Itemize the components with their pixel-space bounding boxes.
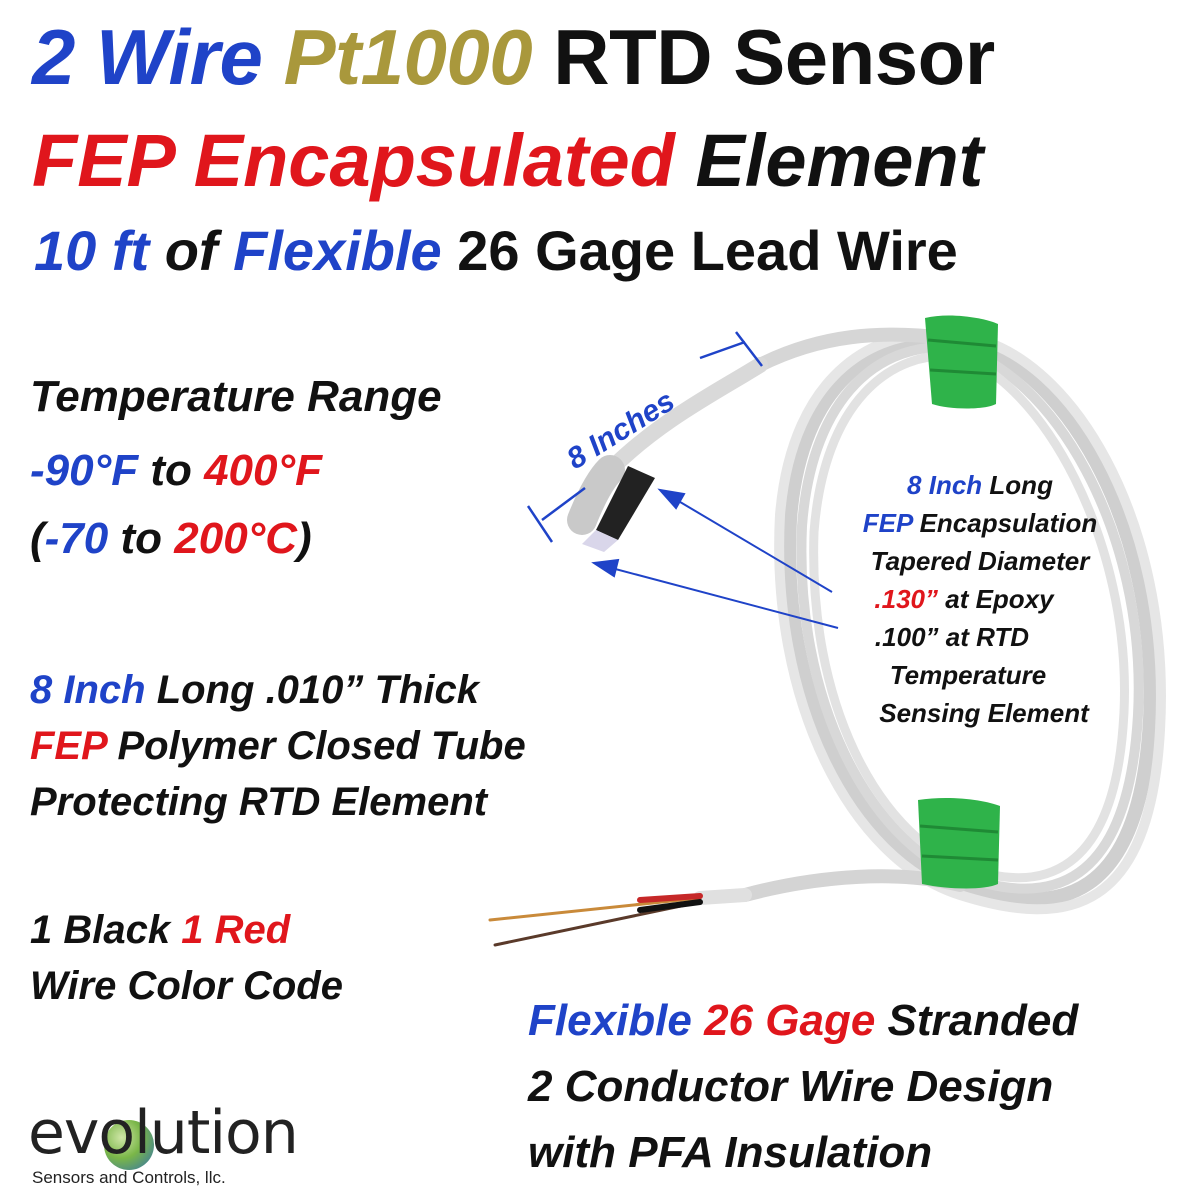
- evolution-logo: evolution Sensors and Controls, llc.: [28, 1098, 318, 1188]
- title-wires: 2 Wire: [32, 13, 263, 101]
- arrows: [591, 488, 839, 629]
- tube-line-3: Protecting RTD Element: [30, 780, 488, 824]
- tube-thickness: Long .010” Thick: [156, 668, 480, 712]
- spec-line-1: Flexible 26 Gage Stranded: [528, 996, 1078, 1046]
- logo-wordmark: evolution: [28, 1098, 299, 1168]
- callout-fep: FEP: [862, 508, 913, 538]
- callout-line-7: Sensing Element: [879, 698, 1089, 728]
- probe-tip: [567, 455, 655, 552]
- temperature-range-heading: Temperature Range: [30, 372, 442, 421]
- title-pt1000: Pt1000: [283, 13, 533, 101]
- tube-polymer: Polymer Closed Tube: [117, 724, 526, 768]
- temp-f-to: to: [150, 446, 192, 495]
- title-fep-encapsulated: FEP Encapsulated: [32, 119, 675, 202]
- tube-line-1: 8 Inch Long .010” Thick: [30, 668, 479, 713]
- title-26-gage: 26 Gage Lead Wire: [457, 219, 958, 282]
- temp-c-to: to: [120, 514, 163, 563]
- dimension-line: [526, 331, 763, 543]
- callout-line-3: Tapered Diameter: [870, 546, 1090, 576]
- temp-c-high: 200°C: [174, 514, 298, 563]
- wire-color-line-1: 1 Black 1 Red: [30, 908, 290, 953]
- temp-c-low: -70: [44, 514, 109, 563]
- temp-f-high: 400°F: [204, 446, 322, 495]
- callout-line-5: .100” at RTD: [874, 622, 1030, 652]
- callout-8-inch: 8 Inch: [907, 470, 983, 500]
- title-rtd-sensor: RTD Sensor: [553, 13, 995, 101]
- green-wrap-top: [925, 315, 998, 409]
- spec-line-3: with PFA Insulation: [528, 1128, 933, 1177]
- spec-flexible: Flexible: [528, 996, 692, 1045]
- callout-at-epoxy: at Epoxy: [945, 584, 1054, 614]
- spec-26-gage: 26 Gage: [704, 996, 876, 1045]
- temp-c-close: ): [297, 514, 312, 563]
- tube-fep: FEP: [30, 724, 107, 768]
- title-line-1: 2 Wire Pt1000 RTD Sensor: [32, 12, 995, 103]
- spec-line-2: 2 Conductor Wire Design: [528, 1062, 1054, 1111]
- title-10ft: 10 ft: [34, 219, 150, 282]
- temp-c-open: (: [30, 514, 45, 563]
- callout-long: Long: [989, 470, 1053, 500]
- green-wrap-bottom: [918, 797, 1000, 889]
- tube-line-2: FEP Polymer Closed Tube: [30, 724, 526, 769]
- callout-130: .130”: [874, 584, 938, 614]
- lead-ends: [488, 888, 752, 947]
- spec-stranded: Stranded: [887, 996, 1079, 1045]
- encapsulation-callout: 8 Inch Long FEP Encapsulation Tapered Di…: [815, 466, 1145, 732]
- tube-length: 8 Inch: [30, 668, 146, 712]
- temp-f-low: -90°F: [30, 446, 139, 495]
- title-line-2: FEP Encapsulated Element: [32, 118, 983, 203]
- logo-tagline: Sensors and Controls, llc.: [32, 1168, 226, 1187]
- title-of: of: [164, 219, 218, 282]
- temperature-range-fahrenheit: -90°F to 400°F: [30, 446, 322, 496]
- callout-line-6: Temperature: [889, 660, 1047, 690]
- wire-color-black: 1 Black: [30, 908, 171, 952]
- wire-color-line-2: Wire Color Code: [30, 964, 343, 1008]
- title-element: Element: [695, 119, 984, 202]
- callout-line-2: FEP Encapsulation: [815, 504, 1145, 542]
- wire-color-red: 1 Red: [181, 908, 291, 952]
- callout-line-4: .130” at Epoxy: [799, 580, 1129, 618]
- title-line-3: 10 ft of Flexible 26 Gage Lead Wire: [34, 218, 958, 283]
- globe-icon: [104, 1120, 154, 1170]
- title-flexible: Flexible: [233, 219, 442, 282]
- callout-encapsulation: Encapsulation: [919, 508, 1098, 538]
- temperature-range-celsius: (-70 to 200°C): [30, 514, 312, 564]
- callout-line-1: 8 Inch Long: [815, 466, 1145, 504]
